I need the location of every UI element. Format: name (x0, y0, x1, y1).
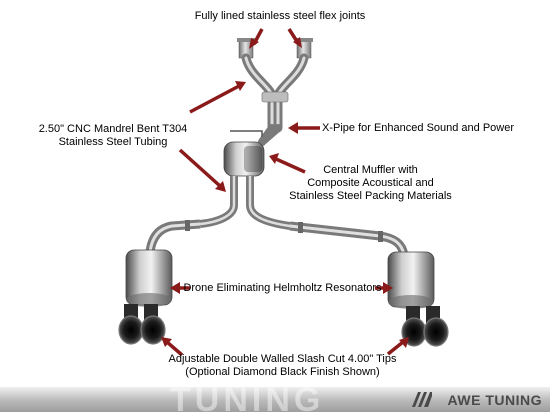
label-muffler-line1: Central Muffler with (323, 164, 418, 176)
left-exhaust-tips (118, 304, 166, 345)
label-tubing-line2: Stainless Steel Tubing (58, 136, 168, 148)
arrow-tubing-lower (178, 148, 226, 192)
mid-pipes (199, 176, 291, 230)
hanger-bracket (230, 130, 263, 137)
central-muffler (223, 141, 265, 177)
arrow-resonator-right (375, 282, 393, 294)
label-muffler-line3: Stainless Steel Packing Materials (289, 190, 452, 202)
arrow-resonator-left (170, 282, 190, 294)
label-resonators: Drone Eliminating Helmholtz Resonators (180, 282, 385, 295)
footer-watermark: TUNING (170, 387, 325, 412)
right-resonator (387, 251, 435, 309)
label-resonators-text: Drone Eliminating Helmholtz Resonators (183, 282, 382, 294)
arrow-tips-right (386, 337, 409, 356)
label-flex-joints: Fully lined stainless steel flex joints (175, 10, 385, 23)
label-xpipe: X-Pipe for Enhanced Sound and Power (322, 122, 522, 135)
arrow-flex-left (249, 28, 264, 49)
x-pipe (241, 53, 309, 146)
arrow-tubing-upper (189, 81, 246, 114)
label-flex-joints-text: Fully lined stainless steel flex joints (194, 10, 366, 22)
right-rear-pipe (289, 221, 409, 257)
label-tips-line2: (Optional Diamond Black Finish Shown) (185, 366, 380, 378)
label-tubing-line1: 2.50" CNC Mandrel Bent T304 (38, 123, 188, 135)
right-exhaust-tips (401, 306, 449, 347)
label-tips: Adjustable Double Walled Slash Cut 4.00"… (165, 353, 400, 379)
label-muffler: Central Muffler with Composite Acoustica… (283, 164, 458, 203)
callout-arrows (161, 28, 409, 357)
arrow-flex-right (287, 28, 302, 48)
label-tips-line1: Adjustable Double Walled Slash Cut 4.00"… (168, 353, 397, 365)
label-tubing: 2.50" CNC Mandrel Bent T304 Stainless St… (28, 123, 198, 149)
arrow-xpipe (288, 122, 320, 134)
flex-joint-left (237, 38, 255, 59)
awe-logo-icon (412, 392, 432, 407)
arrow-tips-left (161, 337, 184, 357)
arrow-muffler (269, 153, 306, 174)
footer-brand: AWE TUNING (447, 392, 542, 408)
label-muffler-line2: Composite Acoustical and (307, 177, 434, 189)
left-resonator (125, 249, 173, 307)
left-rear-pipe (145, 219, 201, 253)
footer-bar: TUNING AWE TUNING (0, 387, 550, 412)
label-xpipe-text: X-Pipe for Enhanced Sound and Power (322, 122, 515, 134)
